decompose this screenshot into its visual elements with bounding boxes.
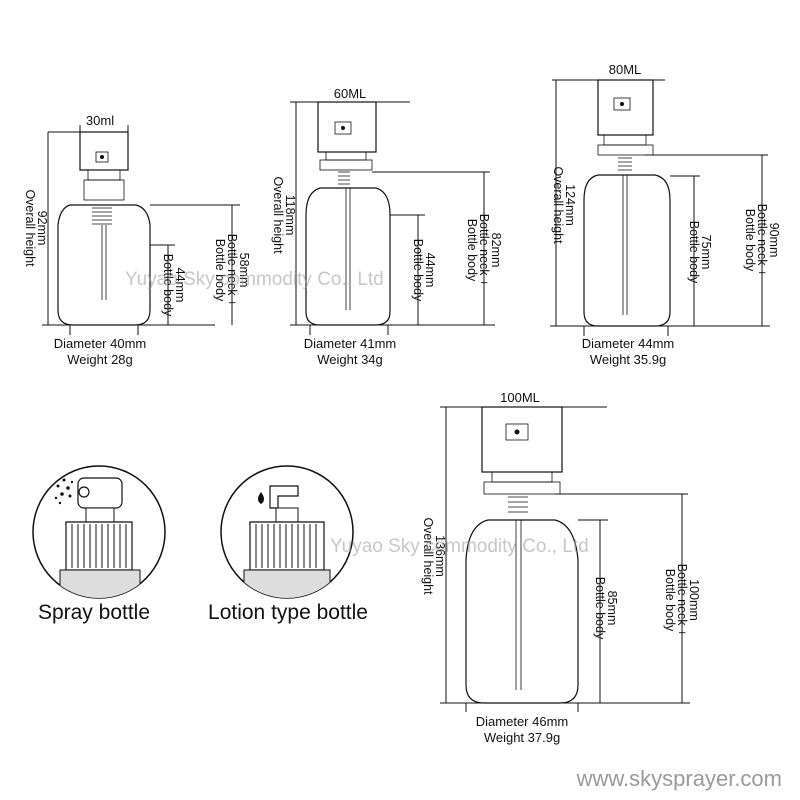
- bottle-60ml-weight: Weight 34g: [317, 352, 383, 367]
- nozzle-hole-icon: [620, 102, 624, 106]
- bottle-100ml-overall-height: 136mm: [433, 535, 447, 577]
- watermark-top: Yuyao Sky commodity Co., Ltd: [125, 269, 384, 290]
- bottle-100ml-neck-label-2: Bottle body: [663, 569, 677, 632]
- spray-collar-icon: [65, 521, 133, 571]
- bottle-60ml: 60ML 118mm Overall height 82mm Bottle ne…: [271, 86, 503, 367]
- bottle-80ml-capacity: 80ML: [609, 62, 642, 77]
- watermark-bottom: Yuyao Sky commodity Co., Ltd: [330, 536, 589, 557]
- spray-head-detail: Spray bottle: [32, 465, 166, 624]
- bottle-100ml-neck-label: Bottle neck +: [675, 564, 689, 637]
- bottle-30ml-body-label: Bottle body: [161, 254, 175, 317]
- bottle-30ml-neck-label-2: Bottle body: [213, 239, 227, 302]
- pump-nozzle-icon: [269, 485, 299, 509]
- bottle-60ml-overall-height: 118mm: [283, 195, 297, 236]
- bottle-30ml-overall-height: 92mm: [35, 211, 49, 246]
- bottle-30ml-neck-body-height: 58mm: [237, 253, 251, 288]
- bottle-60ml-neck-body-height: 82mm: [489, 233, 503, 268]
- nozzle-hole-icon: [341, 126, 345, 130]
- bottle-80ml-body-height: 75mm: [699, 235, 713, 270]
- bottle-80ml-diameter: Diameter 44mm: [582, 336, 674, 351]
- bottle-100ml-cap: [481, 406, 563, 473]
- bottle-80ml-overall-height: 124mm: [563, 184, 577, 226]
- bottle-30ml-body: [57, 204, 151, 326]
- bottle-100ml-weight: Weight 37.9g: [484, 730, 560, 745]
- bottle-80ml-neck-label: Bottle neck +: [755, 204, 769, 277]
- nozzle-icon: [95, 151, 109, 163]
- bottle-100ml-neck-body-height: 100mm: [687, 579, 701, 621]
- bottle-30ml-diameter: Diameter 40mm: [54, 336, 146, 351]
- nozzle-icon: [613, 97, 631, 111]
- bottle-60ml-neck-label-2: Bottle body: [465, 219, 479, 282]
- nozzle-icon: [505, 423, 529, 441]
- spray-bottle-caption: Spray bottle: [38, 601, 150, 624]
- bottle-100ml-diameter: Diameter 46mm: [476, 714, 568, 729]
- bottle-100ml-body-height: 85mm: [605, 591, 619, 626]
- bottle-60ml-cap: [317, 101, 377, 153]
- bottle-100ml-overall-label: Overall height: [421, 517, 435, 595]
- bottle-80ml-neck-body-height: 90mm: [767, 223, 781, 258]
- bottle-60ml-body: [305, 187, 391, 326]
- bottle-60ml-body-height: 44mm: [423, 253, 437, 288]
- bottle-30ml-cap: [79, 131, 129, 171]
- bottle-100ml-capacity: 100ML: [500, 390, 540, 405]
- nozzle-icon: [334, 121, 352, 135]
- bottle-80ml-neck-label-2: Bottle body: [743, 209, 757, 272]
- bottle-80ml-cap: [597, 79, 654, 136]
- bottle-60ml-body-label: Bottle body: [411, 239, 425, 302]
- lotion-collar-icon: [249, 521, 325, 571]
- bottle-30ml-weight: Weight 28g: [67, 352, 133, 367]
- bottle-30ml: 30ml 92mm Overall height 58mm Bottle nec…: [23, 113, 251, 367]
- bottle-100ml-body-label: Bottle body: [593, 577, 607, 640]
- bottle-80ml-body-label: Bottle body: [687, 221, 701, 284]
- bottle-60ml-capacity: 60ML: [334, 86, 367, 101]
- bottle-60ml-overall-label: Overall height: [271, 176, 285, 254]
- nozzle-hole-icon: [514, 429, 520, 435]
- mist-icon: [54, 478, 74, 505]
- bottle-80ml-weight: Weight 35.9g: [590, 352, 666, 367]
- bottle-30ml-body-height: 44mm: [173, 268, 187, 303]
- lotion-bottle-caption: Lotion type bottle: [208, 601, 368, 624]
- lotion-head-detail: Lotion type bottle: [208, 465, 368, 624]
- bottle-30ml-capacity: 30ml: [86, 113, 114, 128]
- bottle-30ml-neck-label: Bottle neck +: [225, 234, 239, 307]
- spray-actuator-icon: [77, 477, 123, 509]
- bottle-60ml-neck-label: Bottle neck +: [477, 214, 491, 287]
- bottle-30ml-overall-label: Overall height: [23, 189, 37, 267]
- nozzle-hole-icon: [100, 155, 104, 159]
- droplet-icon: [258, 492, 264, 504]
- bottle-80ml-overall-label: Overall height: [551, 166, 565, 244]
- bottle-60ml-diameter: Diameter 41mm: [304, 336, 396, 351]
- bottle-100ml: 100ML 136mm Overall height 100mm Bottle …: [421, 390, 701, 745]
- website-url: www.skysprayer.com: [576, 766, 782, 791]
- bottle-80ml: 80ML 124mm Overall height 90mm Bottle ne…: [550, 62, 781, 367]
